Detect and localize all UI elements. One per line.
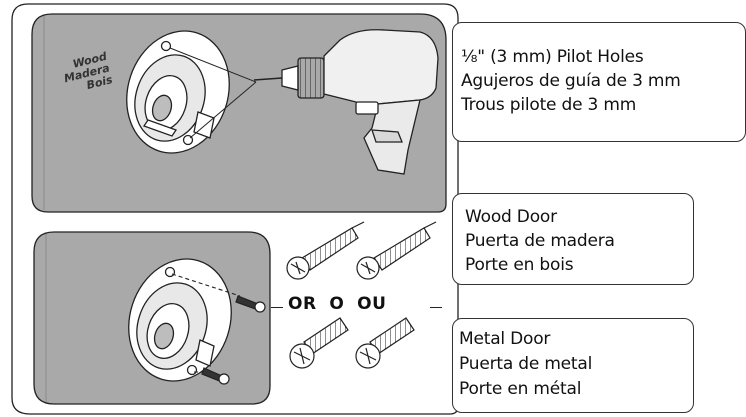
metal-door-callout: Metal Door Puerta de metal Porte en méta… <box>452 318 694 413</box>
drill-sight-lines <box>169 47 257 139</box>
metal-door-fr: Porte en métal <box>459 379 582 399</box>
wood-screw-right <box>356 221 437 280</box>
or-dash-right <box>430 307 442 309</box>
or-label: OR O OU <box>288 294 387 314</box>
wood-door-en: Wood Door <box>465 207 557 227</box>
wood-screw-left <box>286 221 365 280</box>
pilot-holes-es: Agujeros de guía de 3 mm <box>461 71 681 91</box>
outer-frame <box>11 3 459 415</box>
small-screw-upper <box>235 295 266 313</box>
metal-screw-left <box>289 317 349 369</box>
metal-door-en: Metal Door <box>459 329 551 349</box>
pilot-holes-en: ⅛" (3 mm) Pilot Holes <box>461 47 644 67</box>
wood-door-callout: Wood Door Puerta de madera Porte en bois <box>452 193 694 285</box>
wood-door-fr: Porte en bois <box>465 255 574 275</box>
drill <box>253 29 439 175</box>
small-screw-lower <box>201 367 230 385</box>
wood-door-es: Puerta de madera <box>465 231 615 251</box>
faceplate-bottom <box>128 258 232 382</box>
metal-screw-right <box>355 317 415 369</box>
pilot-holes-callout: ⅛" (3 mm) Pilot Holes Agujeros de guía d… <box>452 22 746 142</box>
or-dash-left <box>271 307 283 309</box>
metal-door-es: Puerta de metal <box>459 354 593 374</box>
pilot-holes-fr: Trous pilote de 3 mm <box>461 95 637 115</box>
